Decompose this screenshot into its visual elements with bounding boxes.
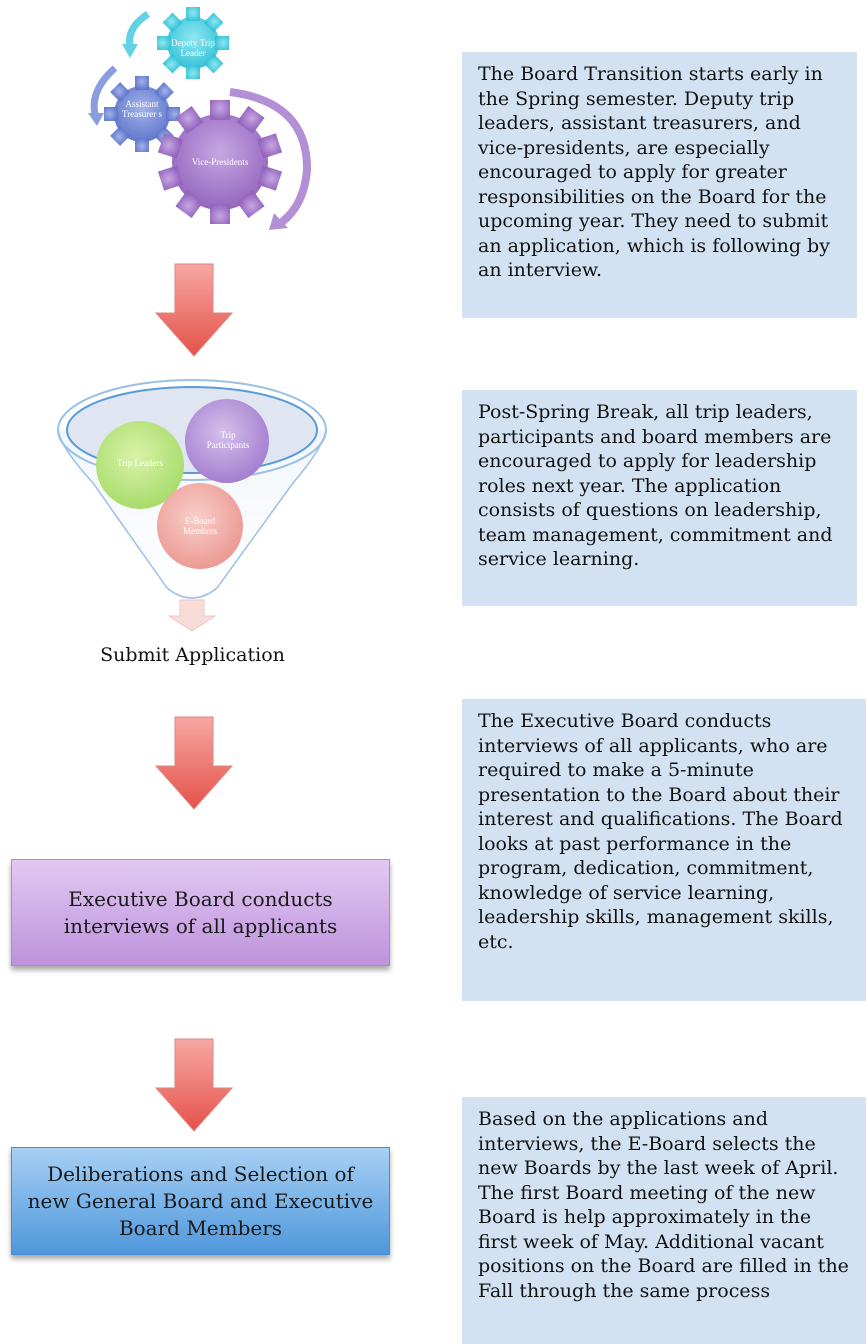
gear-blue	[104, 76, 180, 152]
description-box-4: Based on the applications and interviews…	[462, 1097, 866, 1344]
description-box-2: Post-Spring Break, all trip leaders, par…	[462, 390, 857, 606]
description-box-3: The Executive Board conducts interviews …	[462, 699, 866, 1001]
step-interviews-text: Executive Board conducts interviews of a…	[63, 886, 338, 938]
gear-label-assistant-treasurers: Assistant Treasurer s	[122, 99, 162, 119]
gear-teal	[157, 7, 229, 79]
cycle-arrow-purple	[229, 88, 312, 226]
step-selection-text: Deliberations and Selection of new Gener…	[27, 1161, 374, 1240]
cycle-arrow-purple-head	[269, 213, 288, 230]
description-text-1: The Board Transition starts early in the…	[478, 63, 830, 281]
circle-label-trip-participants: Trip Participants	[206, 430, 250, 450]
circle-trip-participants	[185, 399, 269, 483]
step-box-interviews: Executive Board conducts interviews of a…	[11, 859, 390, 966]
step-box-selection: Deliberations and Selection of new Gener…	[11, 1147, 390, 1255]
circle-trip-leaders	[96, 421, 184, 509]
circle-eboard-members	[157, 483, 243, 569]
funnel-output-arrow	[167, 599, 217, 632]
description-text-2: Post-Spring Break, all trip leaders, par…	[478, 401, 833, 570]
down-arrow-3	[155, 1038, 234, 1132]
circle-label-eboard-members: E-Board Members	[183, 516, 217, 536]
gear-purple	[157, 100, 283, 224]
cycle-arrow-blue-head	[88, 113, 104, 126]
funnel-diagram	[57, 379, 327, 632]
submit-application-caption: Submit Application	[100, 644, 285, 666]
circle-label-trip-leaders: Trip Leaders	[117, 458, 163, 468]
cycle-arrow-teal	[125, 11, 150, 49]
gear-label-vice-presidents: Vice-Presidents	[191, 157, 249, 167]
cycle-arrow-teal-head	[122, 44, 138, 58]
down-arrow-1	[155, 263, 234, 357]
description-text-3: The Executive Board conducts interviews …	[478, 710, 843, 953]
gear-label-deputy-trip-leader: Deputy Trip Leader	[171, 38, 215, 58]
description-box-1: The Board Transition starts early in the…	[462, 52, 857, 318]
gear-cycle-diagram	[88, 7, 312, 230]
description-text-4: Based on the applications and interviews…	[478, 1108, 849, 1302]
down-arrow-2	[155, 716, 234, 810]
submit-application-caption-wrap: Submit Application	[50, 643, 335, 669]
